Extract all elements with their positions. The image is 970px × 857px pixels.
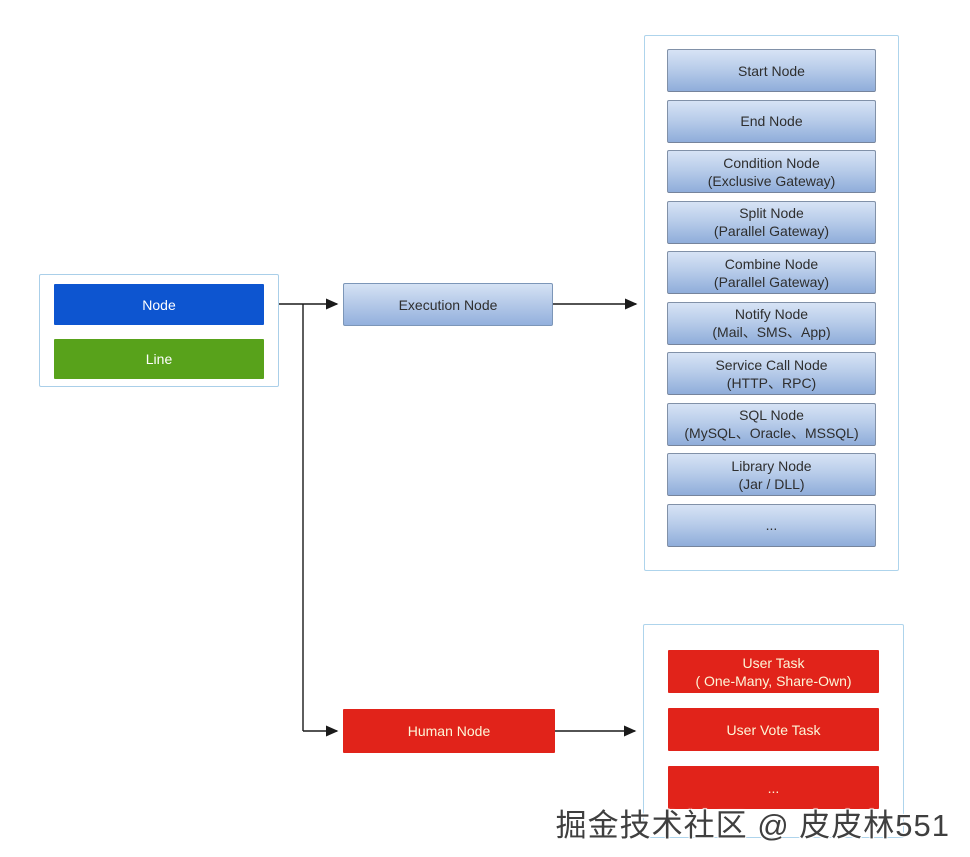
type-box-title: Split Node: [739, 205, 804, 221]
type-box-title: End Node: [740, 113, 803, 129]
type-box-subtitle: (Parallel Gateway): [713, 223, 830, 239]
task-box-more: ...: [668, 766, 879, 809]
type-box-subtitle: (MySQL、Oracle、MSSQL): [684, 425, 859, 441]
type-box-sql-node: SQL Node (MySQL、Oracle、MSSQL): [667, 402, 876, 446]
type-box-subtitle: (HTTP、RPC): [726, 374, 817, 391]
type-box-combine-node: Combine Node (Parallel Gateway): [667, 251, 876, 294]
human-node: Human Node: [343, 709, 555, 753]
type-box-title: Notify Node: [734, 306, 809, 322]
type-box-subtitle: (Jar / DLL): [738, 475, 805, 492]
type-box-library-node: Library Node (Jar / DLL): [667, 453, 876, 496]
type-box-title: Library Node: [731, 457, 812, 474]
task-box-user-vote-task: User Vote Task: [668, 708, 879, 751]
task-box-user-task: User Task ( One-Many, Share-Own): [668, 650, 879, 693]
task-box-title: User Task: [742, 654, 805, 671]
task-box-title: ...: [767, 779, 780, 796]
human-types-panel: User Task ( One-Many, Share-Own) User Vo…: [643, 624, 904, 838]
type-box-more: ...: [667, 503, 876, 547]
execution-types-panel: Start Node End Node Condition Node (Excl…: [644, 35, 899, 571]
legend-node-label: Node: [142, 296, 176, 313]
task-box-subtitle: ( One-Many, Share-Own): [695, 672, 852, 689]
task-box-title: User Vote Task: [726, 721, 821, 738]
type-box-subtitle: (Parallel Gateway): [713, 273, 830, 290]
human-node-label: Human Node: [407, 723, 491, 739]
type-box-service-call-node: Service Call Node (HTTP、RPC): [667, 352, 876, 395]
type-box-title: ...: [765, 517, 778, 533]
legend-line-label: Line: [145, 351, 173, 367]
type-box-condition-node: Condition Node (Exclusive Gateway): [667, 150, 876, 193]
legend-node-box: Node: [54, 284, 264, 325]
type-box-split-node: Split Node (Parallel Gateway): [667, 200, 876, 244]
legend-panel: Node Line: [39, 274, 279, 387]
type-box-subtitle: (Mail、SMS、App): [712, 324, 831, 340]
execution-node-label: Execution Node: [398, 296, 498, 313]
type-box-title: Combine Node: [724, 255, 819, 272]
type-box-title: Condition Node: [723, 154, 820, 171]
type-box-start-node: Start Node: [667, 49, 876, 92]
type-box-end-node: End Node: [667, 99, 876, 143]
watermark-text: 掘金技术社区 @ 皮皮林551: [555, 808, 950, 843]
legend-line-box: Line: [54, 339, 264, 379]
type-box-subtitle: (Exclusive Gateway): [707, 172, 836, 189]
execution-node: Execution Node: [343, 283, 553, 326]
type-box-notify-node: Notify Node (Mail、SMS、App): [667, 301, 876, 345]
type-box-title: SQL Node: [739, 407, 804, 423]
type-box-title: Service Call Node: [715, 356, 828, 373]
type-box-title: Start Node: [738, 62, 805, 79]
